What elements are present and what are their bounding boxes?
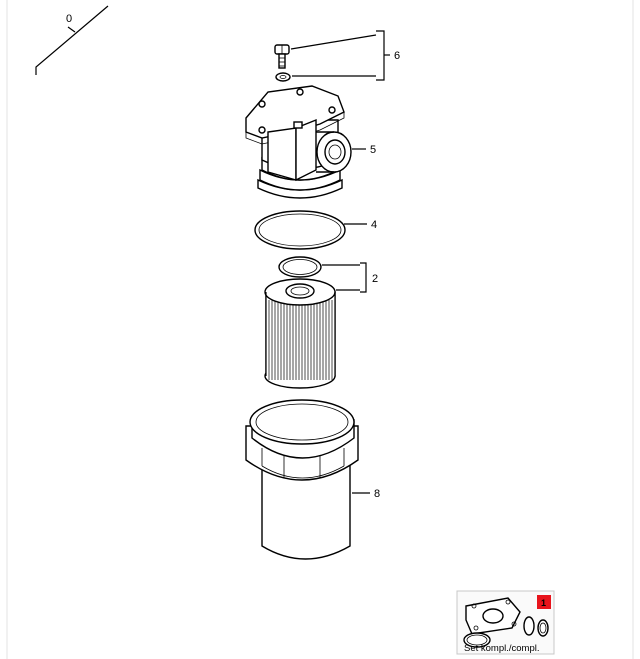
callout-8-label: 8: [374, 488, 380, 500]
callout-6-label: 6: [394, 50, 400, 62]
view-marker-label: 0: [66, 13, 72, 25]
set-badge-label: 1: [541, 598, 546, 608]
callout-5-label: 5: [370, 144, 376, 156]
filter-pleats: [268, 300, 333, 380]
filter-element-icon: [264, 278, 336, 389]
callout-5: 5: [352, 144, 376, 156]
washer-icon: [275, 72, 291, 82]
callout-4-label: 4: [371, 219, 377, 231]
o-ring-icon: [254, 210, 346, 250]
filter-head-icon: [245, 85, 352, 199]
gasket-set-icon: [463, 597, 549, 648]
set-label: Set kompl./compl.: [464, 643, 540, 654]
screw-icon: [274, 44, 290, 69]
set-badge: [537, 595, 551, 609]
view-marker: 0: [35, 5, 109, 75]
set-complete-box[interactable]: 1 Set kompl./compl.: [456, 590, 555, 655]
callout-6: 6: [290, 30, 400, 81]
callout-2: 2: [322, 262, 378, 293]
callout-4: 4: [344, 219, 377, 231]
filter-bowl-icon: [245, 399, 359, 560]
small-o-ring-icon: [278, 256, 322, 278]
callout-8: 8: [352, 488, 380, 500]
callout-2-label: 2: [372, 273, 378, 285]
